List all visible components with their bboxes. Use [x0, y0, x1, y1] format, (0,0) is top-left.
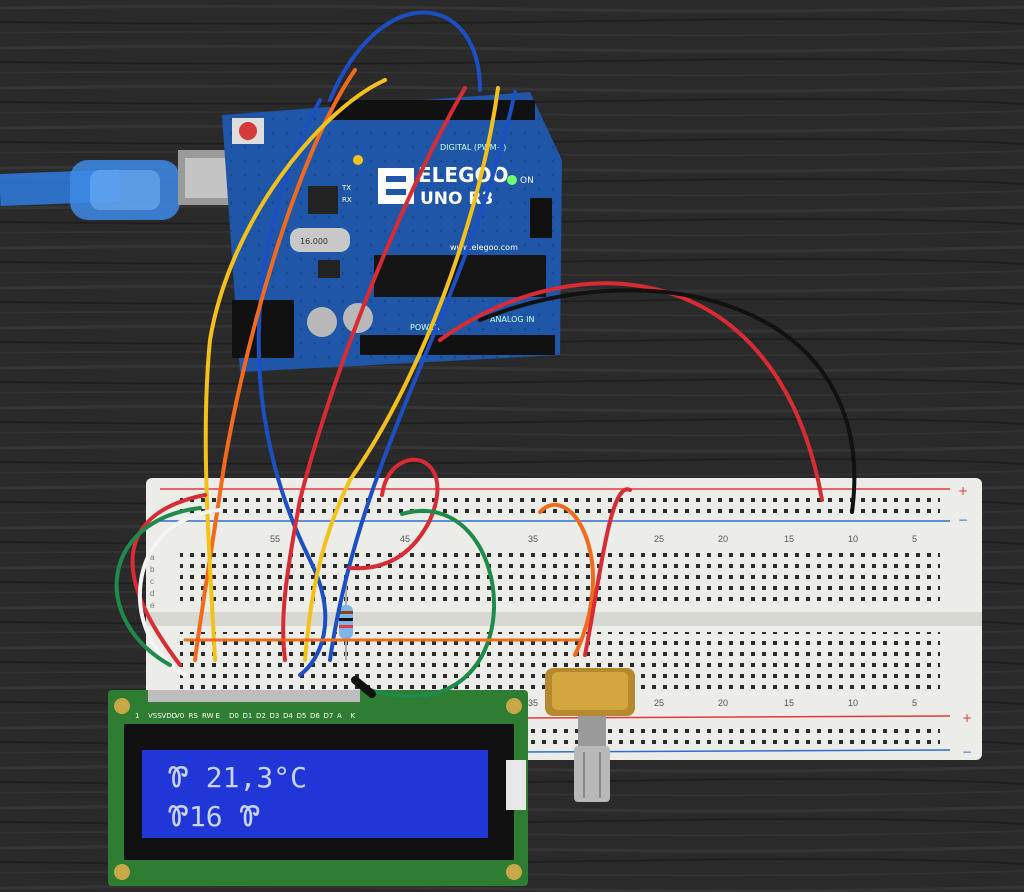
potentiometer [545, 668, 635, 802]
lcd-pin-label: D2 [256, 712, 266, 720]
lcd-pin-label: D7 [324, 712, 334, 720]
lcd-header-pins [148, 690, 360, 702]
column-number: 20 [718, 534, 728, 544]
power-header [360, 335, 555, 355]
column-number: 25 [654, 698, 664, 708]
column-number: 15 [784, 698, 794, 708]
lcd-pin-label: E [216, 712, 220, 720]
wire-blue [328, 90, 517, 662]
column-number: 15 [784, 534, 794, 544]
resistor [339, 575, 353, 660]
row-letter: a [150, 553, 155, 562]
on-label: ON [520, 176, 534, 186]
column-number: 35 [528, 534, 538, 544]
wire-red [130, 493, 207, 667]
rail-minus-label: − [958, 513, 968, 527]
column-number: 5 [912, 534, 917, 544]
column-number: 10 [848, 698, 858, 708]
wire-blue [328, 10, 482, 102]
lcd-pin-label: RW [202, 712, 214, 720]
wire-green [368, 509, 496, 699]
lcd-pin-label: D4 [283, 712, 293, 720]
digital-header [330, 100, 535, 120]
rx-label: RX [342, 196, 352, 204]
lcd-pin-label: A [337, 712, 342, 720]
capacitor [307, 307, 337, 337]
led-on-icon [507, 175, 517, 185]
wire-yellow [203, 78, 387, 662]
wire-yellow [303, 86, 500, 662]
lcd-line-1: Ꮘ 21,3°C [168, 761, 307, 794]
jumper-wires [114, 10, 857, 699]
lcd-pin-label: D3 [270, 712, 280, 720]
row-letter: d [150, 589, 154, 598]
rail-plus-label: + [958, 484, 968, 498]
atmega-chip [374, 255, 546, 297]
wire-orange [193, 68, 357, 662]
column-number: 35 [528, 698, 538, 708]
lcd-pin-label: V0 [175, 712, 184, 720]
tx-label: TX [341, 184, 351, 192]
crystal-label: 16.000 [300, 237, 328, 246]
lcd-line-2: Ꮘ16 Ꮘ [168, 800, 260, 833]
wire-black [478, 288, 857, 514]
wire-green [114, 506, 202, 667]
lcd-pin-label: VDD [162, 712, 178, 720]
wire-white [137, 508, 222, 677]
wire-red [348, 457, 440, 571]
led-l-icon [353, 155, 363, 165]
crystal [290, 228, 350, 252]
wire-orange [538, 503, 595, 657]
lcd-screen [142, 750, 488, 838]
column-number: 10 [848, 534, 858, 544]
lcd-pin-label: VSS [148, 712, 162, 720]
column-number: 25 [654, 534, 664, 544]
power-label: POWER [410, 323, 440, 332]
wire-red [583, 487, 632, 657]
column-number: 55 [270, 534, 280, 544]
digital-label: DIGITAL (PWM~) [440, 143, 506, 152]
rail-plus-label-bottom: + [962, 711, 972, 725]
wire-red [281, 86, 467, 662]
column-number: 5 [912, 698, 917, 708]
icsp-header [530, 198, 552, 238]
lcd-pin-label: D1 [243, 712, 253, 720]
lcd-pin-label: RS [189, 712, 199, 720]
column-number: 20 [718, 698, 728, 708]
column-number: 45 [400, 534, 410, 544]
lcd-pin1-label: 1 [135, 712, 139, 720]
lcd-pin-label: K [351, 712, 356, 720]
analog-label: ANALOG IN [490, 315, 535, 324]
row-letter: c [150, 577, 154, 586]
row-letter: b [150, 565, 155, 574]
lcd-pin-label: D0 [229, 712, 239, 720]
power-jack [232, 300, 294, 358]
usb-chip [308, 186, 338, 214]
wire-black [351, 676, 376, 698]
lcd-pin-label: D6 [310, 712, 320, 720]
lcd-pin-label: D5 [297, 712, 307, 720]
row-letter: e [150, 601, 155, 610]
rail-minus-label-bottom: − [962, 745, 972, 759]
website-label: www.elegoo.com [450, 243, 518, 252]
